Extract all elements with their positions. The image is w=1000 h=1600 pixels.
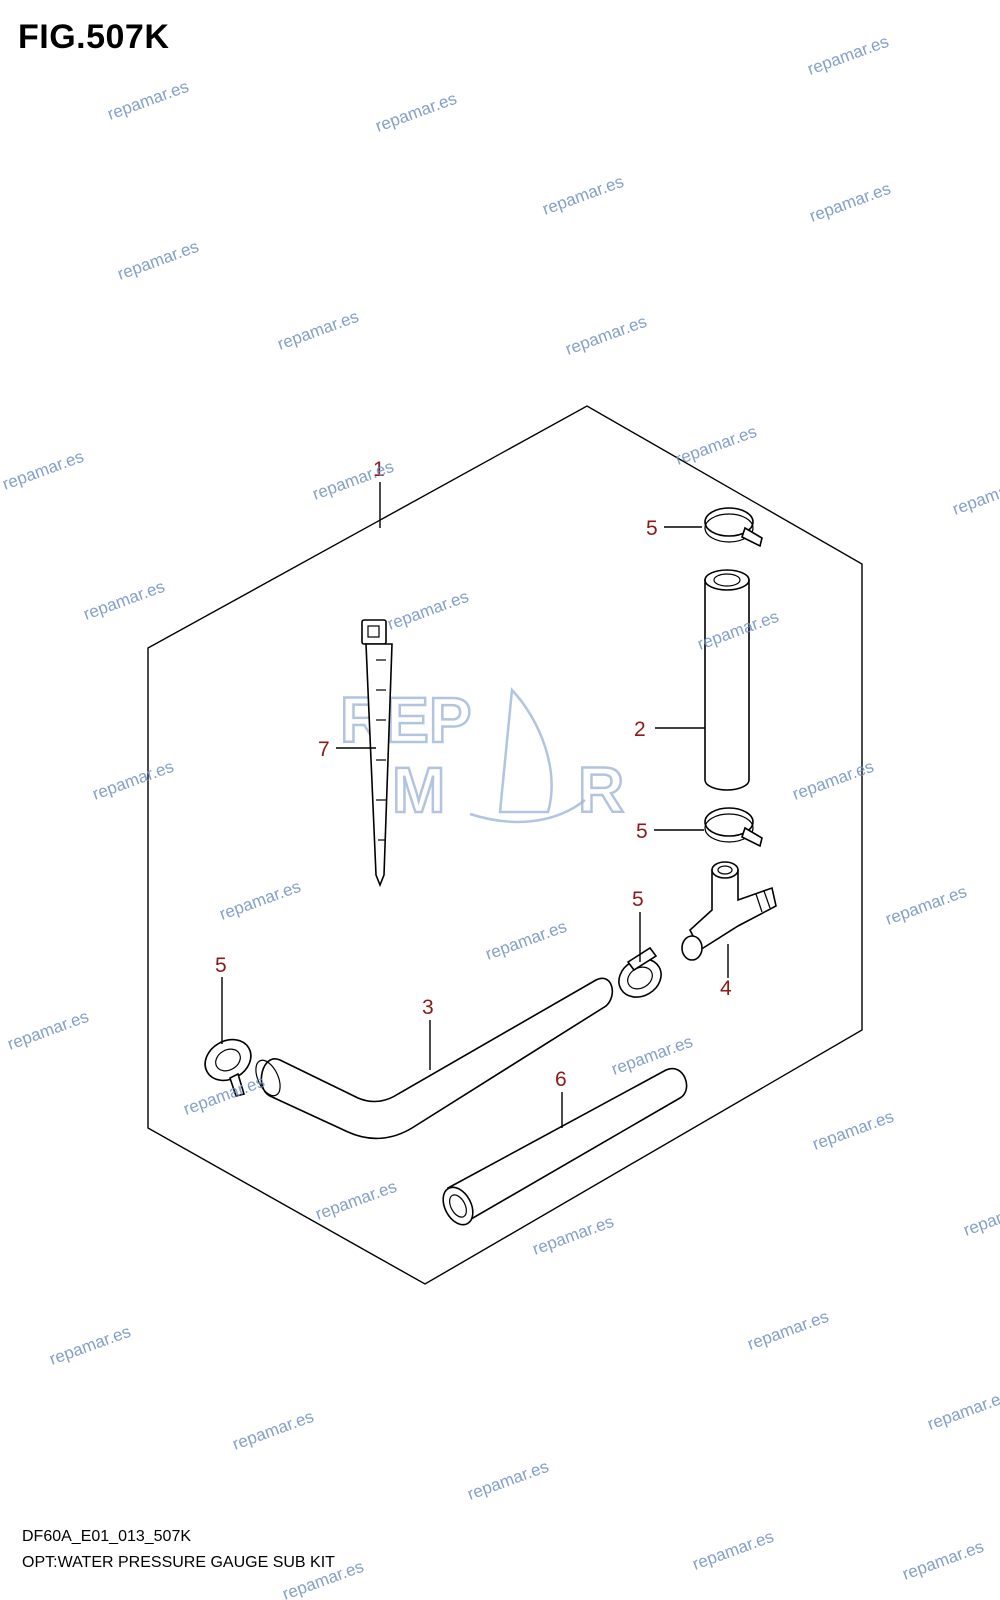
hose-straight: [704, 569, 750, 791]
watermark-logo: REP M R: [339, 683, 626, 828]
callout-1: 1: [373, 458, 385, 481]
watermark-text: repamar.es: [275, 307, 361, 354]
watermark-text: repamar.es: [5, 1007, 91, 1054]
watermark-logo-bottom-left: M: [392, 754, 445, 826]
callout-4: 4: [720, 977, 732, 1000]
figure-caption: OPT:WATER PRESSURE GAUGE SUB KIT: [22, 1554, 335, 1571]
callout-6: 6: [555, 1068, 567, 1091]
watermark-text: repamar.es: [563, 312, 649, 359]
cable-tie: [361, 619, 393, 888]
hose-bent: [255, 977, 614, 1140]
kit-outline: [147, 405, 863, 1285]
watermark-text: repamar.es: [313, 1177, 399, 1224]
watermark-layer: repamar.es repamar.es repamar.es repamar.es…: [0, 32, 1000, 1600]
watermark-text: repamar.es: [540, 172, 626, 219]
callout-7: 7: [318, 738, 330, 761]
watermark-text: repamar.es: [950, 472, 1000, 519]
watermark-text: repamar.es: [745, 1307, 831, 1354]
sailboat-icon: [498, 687, 553, 814]
watermark-text: repamar.es: [385, 587, 471, 634]
watermark-text: repamar.es: [609, 1032, 695, 1079]
watermark-text: repamar.es: [465, 1457, 551, 1504]
watermark-text: repamar.es: [373, 89, 459, 136]
callout-3: 3: [422, 996, 434, 1019]
clamp-right: [618, 946, 662, 998]
watermark-text: repamar.es: [900, 1537, 986, 1584]
callout-labels: 1 2 3 4 5 5 5 5 6 7: [215, 458, 732, 1091]
watermark-text: repamar.es: [925, 1387, 1000, 1434]
watermark-text: repamar.es: [961, 1193, 1000, 1240]
watermark-text: repamar.es: [883, 882, 969, 929]
watermark-text: repamar.es: [530, 1212, 616, 1259]
t-fitting: [681, 861, 777, 961]
watermark-text: repamar.es: [483, 917, 569, 964]
callout-5-left: 5: [215, 954, 227, 977]
wave-icon: [469, 799, 586, 824]
watermark-text: repamar.es: [790, 757, 876, 804]
watermark-text: repamar.es: [810, 1107, 896, 1154]
clamp-top: [704, 507, 763, 548]
watermark-text: repamar.es: [90, 757, 176, 804]
figure-title: FIG.507K: [18, 18, 170, 56]
callout-5-right: 5: [632, 888, 644, 911]
callout-5-top: 5: [646, 517, 658, 540]
watermark-text: repamar.es: [81, 577, 167, 624]
watermark-text: repamar.es: [673, 422, 759, 469]
watermark-text: repamar.es: [230, 1407, 316, 1454]
leader-lines: [221, 482, 729, 1128]
watermark-text: repamar.es: [805, 32, 891, 79]
watermark-logo-bottom-right: R: [578, 754, 624, 826]
watermark-text: repamar.es: [807, 179, 893, 226]
watermark-text: repamar.es: [115, 237, 201, 284]
watermark-text: repamar.es: [105, 77, 191, 124]
watermark-text: repamar.es: [217, 877, 303, 924]
watermark-text: repamar.es: [690, 1527, 776, 1574]
clamp-left: [204, 1038, 252, 1097]
callout-5-middle: 5: [636, 820, 648, 843]
watermark-logo-top: REP: [340, 684, 472, 756]
callout-2: 2: [634, 718, 646, 741]
figure-code: DF60A_E01_013_507K: [22, 1528, 192, 1545]
clamp-middle: [704, 807, 763, 848]
hose-short: [442, 1067, 688, 1226]
watermark-text: repamar.es: [47, 1322, 133, 1369]
watermark-text: repamar.es: [0, 447, 86, 494]
